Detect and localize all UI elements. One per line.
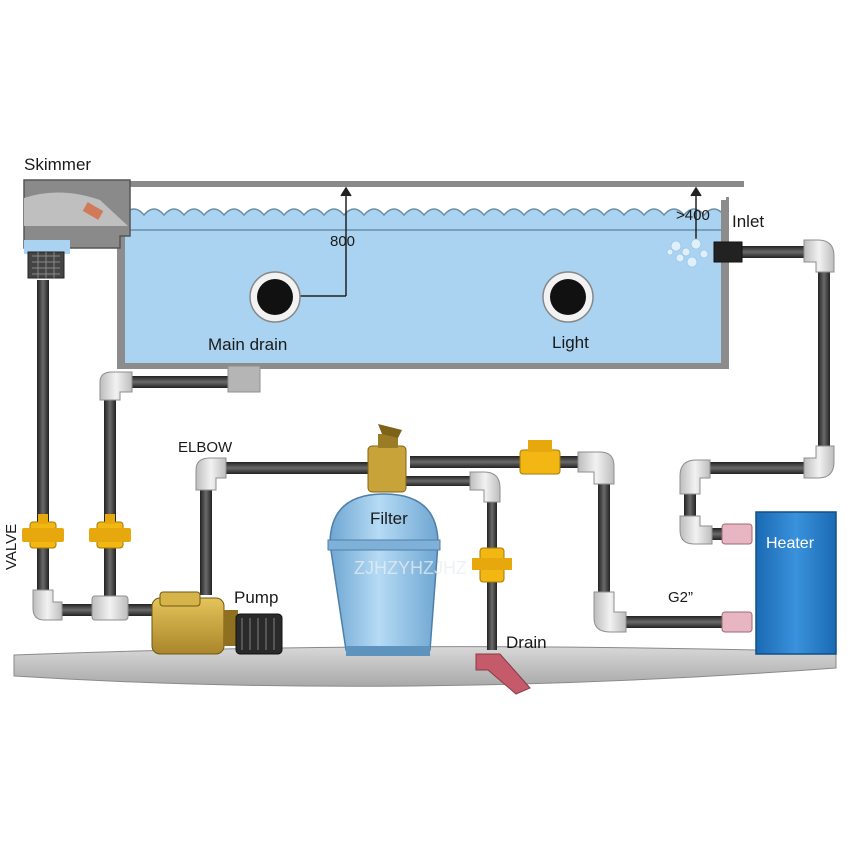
inlet-bubbles xyxy=(666,238,709,268)
elbow-fitting xyxy=(679,515,713,545)
depth-dimension xyxy=(298,186,702,297)
valve-heater-line[interactable] xyxy=(519,440,561,475)
elbow-fitting xyxy=(803,239,835,273)
elbow-fitting xyxy=(99,371,133,401)
pipe-network xyxy=(37,246,830,650)
pipe-fittings xyxy=(32,239,835,633)
pump[interactable] xyxy=(151,591,283,655)
valve-drain-line[interactable] xyxy=(472,547,512,583)
elbow-fitting xyxy=(803,445,835,479)
inlet-label: Inlet xyxy=(732,212,764,231)
main-drain-box xyxy=(227,365,261,393)
drain-outlet xyxy=(475,653,531,695)
main-drain-fitting xyxy=(249,271,301,323)
elbow-fitting xyxy=(32,589,63,621)
valve-label: VALVE xyxy=(3,524,20,570)
filter-label: Filter xyxy=(370,509,408,528)
inlet-nozzle xyxy=(713,241,743,263)
watermark: ZJHZYHZJHZ xyxy=(354,558,467,578)
elbow-fitting xyxy=(195,457,227,491)
skimmer xyxy=(23,179,131,279)
multiport-valve[interactable] xyxy=(367,445,407,493)
elbow-fitting xyxy=(593,591,627,633)
elbow-fitting xyxy=(679,459,711,495)
skimmer-label: Skimmer xyxy=(24,155,91,174)
main-drain-label: Main drain xyxy=(208,335,287,354)
drain-label: Drain xyxy=(506,633,547,652)
heater xyxy=(721,511,837,655)
tee-fitting xyxy=(91,595,129,621)
elbow-label: ELBOW xyxy=(178,439,233,456)
elbow-fitting xyxy=(469,471,501,503)
pump-label: Pump xyxy=(234,588,278,607)
pool-light xyxy=(542,271,594,323)
inlet-depth-label: >400 xyxy=(676,207,710,224)
heater-label: Heater xyxy=(766,535,815,552)
pool-basin xyxy=(104,181,744,369)
valve-main-drain-line[interactable] xyxy=(89,514,131,549)
elbow-fitting xyxy=(577,451,615,485)
sand-filter xyxy=(327,424,441,656)
light-label: Light xyxy=(552,333,589,352)
pipe-size-label: G2” xyxy=(668,589,693,606)
depth-label: 800 xyxy=(330,233,355,250)
water-surface xyxy=(123,208,725,231)
valve-skimmer-line[interactable] xyxy=(22,514,64,549)
